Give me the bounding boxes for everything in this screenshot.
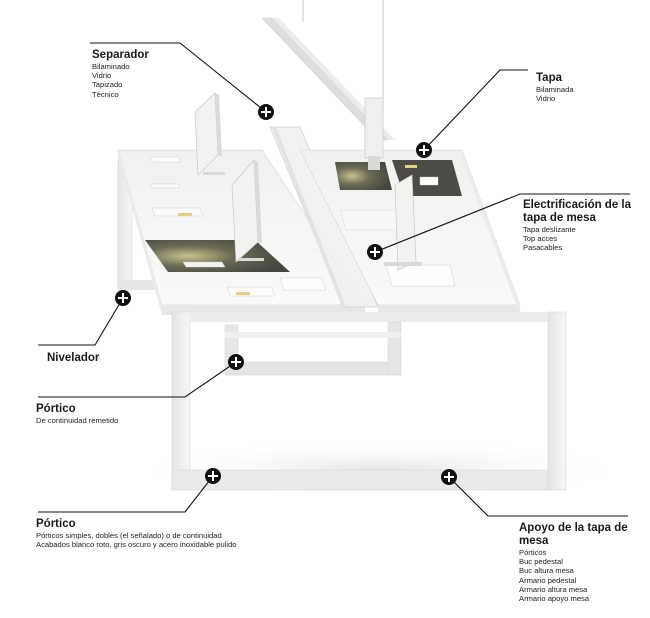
callout-item: Armario apoyo mesa: [519, 594, 590, 604]
inner-frame-portico: [224, 321, 402, 376]
monitor-icon: [194, 92, 264, 263]
callout-item: Acabados blanco roto, gris oscuro y acer…: [36, 540, 237, 550]
leader-lines: [38, 42, 630, 517]
callout-title: Apoyo de la tapa de: [519, 522, 628, 534]
callout-portico-top: Pórtico De continuidad remetido: [36, 403, 118, 425]
callout-item: De continuidad remetido: [36, 416, 119, 425]
callout-title: mesa: [519, 535, 549, 547]
callout-item: Pasacables: [523, 243, 563, 253]
front-frame-portico: [171, 311, 567, 491]
plus-marker-icon[interactable]: [228, 354, 244, 370]
overhead-light-bar: [261, 0, 395, 141]
callout-item: Vidrio: [92, 71, 112, 81]
callout-item: Tapizado: [92, 80, 123, 90]
callout-portico-bottom: Pórtico Pórticos simples, dobles (el señ…: [36, 518, 237, 549]
callout-item: Bilaminada: [536, 85, 574, 94]
callout-item: Vidrio: [536, 94, 556, 104]
callout-item: Técnico: [92, 89, 119, 99]
callout-item: Buc altura mesa: [519, 566, 574, 576]
callout-nivelador: Nivelador: [47, 352, 99, 365]
callout-electrificacion: Electrificación de la tapa de mesa Tapa …: [523, 199, 631, 253]
callout-item: Pórticos simples, dobles (el señalado) o…: [36, 531, 222, 540]
callout-title: Pórtico: [36, 403, 76, 415]
callout-apoyo: Apoyo de la tapa de mesa Pórticos Buc pe…: [519, 522, 628, 603]
callout-item: Buc pedestal: [519, 557, 563, 567]
callout-title: Separador: [92, 49, 149, 61]
callout-item: Tapa deslizante: [523, 225, 576, 234]
callout-title: Electrificación de la: [523, 199, 632, 211]
plus-marker-icon[interactable]: [441, 469, 457, 485]
plus-marker-icon[interactable]: [258, 104, 274, 120]
callout-item: Pórticos: [519, 548, 547, 557]
callout-item: Armario pedestal: [519, 575, 577, 585]
callout-item: Bilaminado: [92, 62, 130, 71]
plus-marker-icon[interactable]: [416, 142, 432, 158]
monitor-icon: [364, 97, 422, 271]
callout-item: Top acces: [523, 234, 558, 244]
plus-marker-icon[interactable]: [115, 290, 131, 306]
callout-separador: Separador Bilaminado Vidrio Tapizado Téc…: [92, 49, 149, 99]
callout-title: Pórtico: [36, 518, 76, 530]
keyboard-icon: [149, 183, 226, 268]
callout-title: Tapa: [536, 72, 562, 84]
plus-marker-icon[interactable]: [367, 244, 383, 260]
callout-title: tapa de mesa: [523, 212, 596, 224]
plus-marker-icon[interactable]: [205, 468, 221, 484]
callout-tapa: Tapa Bilaminada Vidrio: [536, 72, 574, 103]
callout-title: Nivelador: [47, 352, 100, 364]
callout-item: Armario altura mesa: [519, 584, 588, 594]
dark-desk-pad: [145, 240, 290, 272]
